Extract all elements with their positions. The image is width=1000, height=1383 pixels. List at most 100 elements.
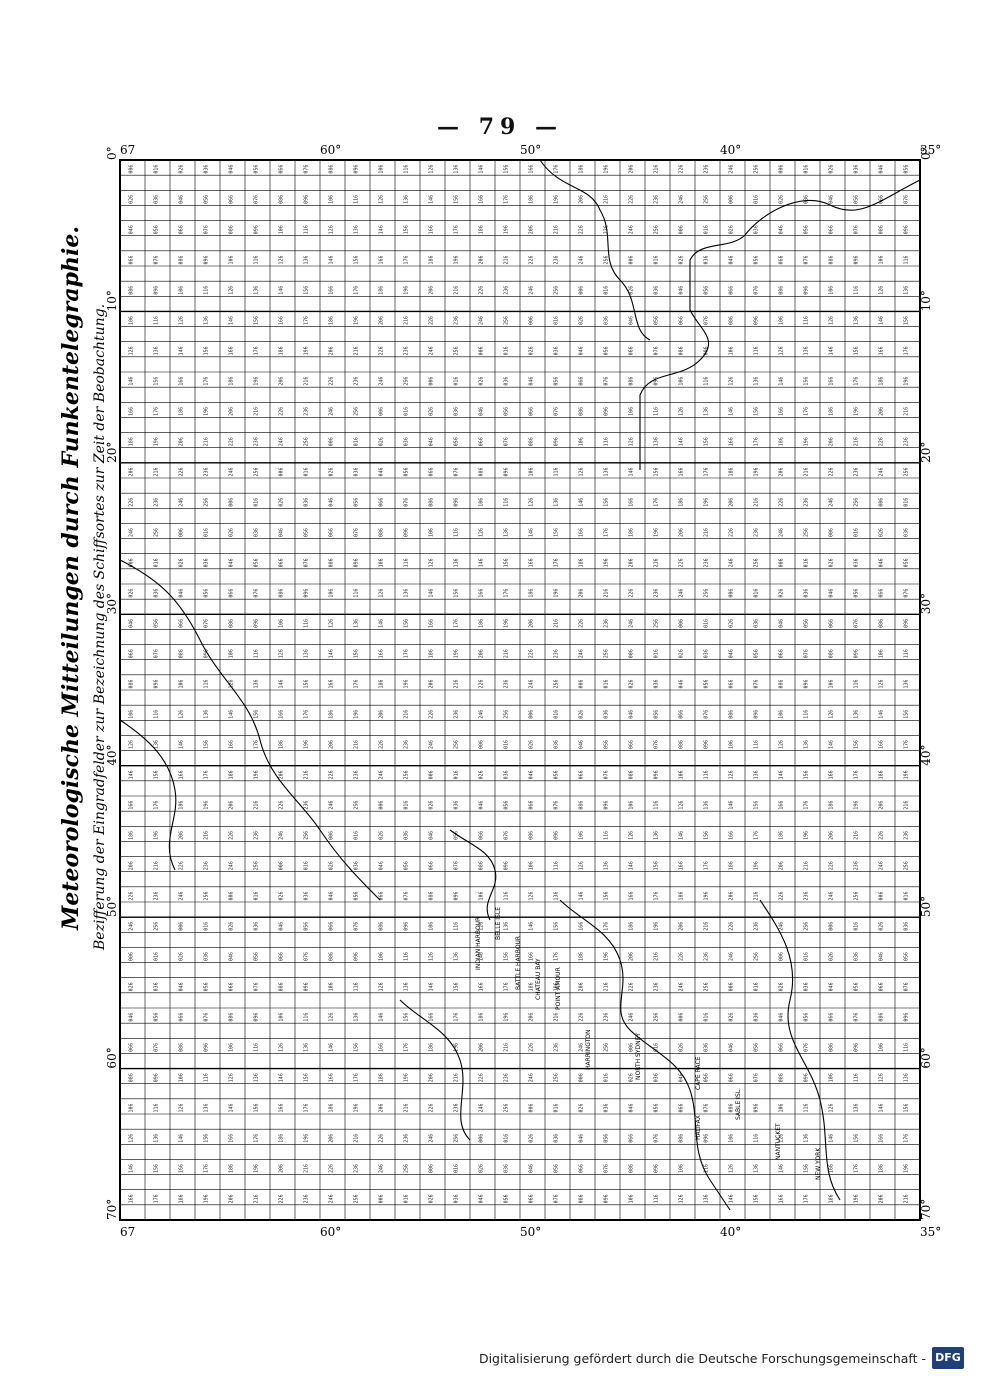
cell-number: 086	[879, 619, 885, 628]
cell-number: 146	[129, 1164, 135, 1173]
cell-number: 006	[729, 982, 735, 991]
cell-number: 096	[354, 165, 360, 174]
cell-number: 026	[179, 952, 185, 961]
cell-number: 116	[204, 286, 210, 295]
cell-number: 046	[479, 1194, 485, 1203]
cell-number: 016	[304, 467, 310, 476]
cell-number: 006	[179, 922, 185, 931]
cell-number: 196	[154, 831, 160, 840]
cell-number: 116	[404, 165, 410, 174]
cell-number: 206	[129, 467, 135, 476]
cell-number: 206	[679, 528, 685, 537]
cell-number: 096	[404, 922, 410, 931]
cell-number: 256	[504, 710, 510, 719]
cell-number: 056	[354, 498, 360, 507]
cell-number: 226	[279, 407, 285, 416]
cell-number: 126	[229, 286, 235, 295]
cell-number: 166	[529, 165, 535, 174]
cell-number: 246	[429, 740, 435, 749]
cell-number: 136	[804, 346, 810, 355]
cell-number: 256	[754, 165, 760, 174]
cell-number: 106	[879, 1043, 885, 1052]
cell-number: 196	[504, 1013, 510, 1022]
cell-number: 006	[729, 589, 735, 598]
cell-number: 046	[729, 255, 735, 264]
cell-number: 176	[854, 377, 860, 386]
cell-number: 086	[579, 407, 585, 416]
cell-number: 216	[354, 740, 360, 749]
cell-number: 176	[904, 740, 910, 749]
cell-number: 166	[179, 1164, 185, 1173]
cell-number: 166	[229, 1134, 235, 1143]
cell-number: 106	[179, 679, 185, 688]
cell-number: 126	[779, 740, 785, 749]
cell-number: 216	[554, 225, 560, 234]
cell-number: 246	[679, 195, 685, 204]
cell-number: 116	[804, 316, 810, 325]
cell-number: 046	[379, 467, 385, 476]
cell-number: 026	[429, 1194, 435, 1203]
cell-number: 156	[604, 498, 610, 507]
cell-number: 096	[404, 528, 410, 537]
cell-number: 026	[879, 922, 885, 931]
cell-number: 216	[504, 1043, 510, 1052]
cell-number: 106	[829, 286, 835, 295]
cell-number: 256	[904, 467, 910, 476]
place-label: SABLE ISL.	[735, 1088, 742, 1120]
cell-number: 226	[329, 1164, 335, 1173]
cell-number: 006	[379, 801, 385, 810]
cell-number: 056	[604, 740, 610, 749]
cell-number: 026	[279, 891, 285, 900]
lon-label-bottom: 60°	[320, 1225, 341, 1239]
cell-number: 096	[804, 286, 810, 295]
cell-number: 176	[304, 710, 310, 719]
lat-label-top: 50°	[919, 896, 933, 917]
cell-number: 066	[579, 1164, 585, 1173]
cell-number: 136	[804, 1134, 810, 1143]
cell-number: 026	[179, 165, 185, 174]
cell-number: 136	[904, 1073, 910, 1082]
cell-number: 056	[854, 195, 860, 204]
cell-number: 196	[254, 770, 260, 779]
cell-number: 076	[504, 831, 510, 840]
cell-number: 096	[804, 1073, 810, 1082]
cell-number: 016	[804, 558, 810, 567]
cell-number: 106	[679, 377, 685, 386]
cell-number: 256	[204, 891, 210, 900]
cell-number: 026	[229, 922, 235, 931]
cell-number: 016	[604, 1073, 610, 1082]
cell-number: 126	[879, 1073, 885, 1082]
cell-number: 096	[254, 1013, 260, 1022]
cell-number: 106	[229, 1043, 235, 1052]
lon-label-bottom: 50°	[520, 1225, 541, 1239]
cell-number: 066	[229, 589, 235, 598]
cell-number: 056	[504, 1194, 510, 1203]
place-label: BATTLE HARBOUR	[515, 936, 522, 990]
cell-number: 176	[154, 801, 160, 810]
cell-number: 166	[379, 649, 385, 658]
cell-number: 236	[904, 831, 910, 840]
cell-number: 226	[879, 831, 885, 840]
cell-number: 176	[454, 1013, 460, 1022]
cell-number: 066	[829, 619, 835, 628]
cell-number: 066	[729, 286, 735, 295]
cell-number: 046	[829, 195, 835, 204]
cell-number: 186	[279, 346, 285, 355]
cell-number: 166	[479, 589, 485, 598]
cell-number: 176	[354, 1073, 360, 1082]
cell-number: 246	[529, 1073, 535, 1082]
cell-number: 186	[279, 1134, 285, 1143]
cell-number: 166	[279, 710, 285, 719]
cell-number: 196	[304, 346, 310, 355]
cell-number: 106	[429, 922, 435, 931]
cell-number: 186	[129, 437, 135, 446]
cell-number: 166	[379, 255, 385, 264]
cell-number: 066	[629, 740, 635, 749]
cell-number: 086	[379, 528, 385, 537]
cell-number: 066	[879, 589, 885, 598]
cell-number: 256	[804, 528, 810, 537]
cell-number: 246	[279, 831, 285, 840]
cell-number: 006	[479, 740, 485, 749]
cell-number: 016	[854, 922, 860, 931]
